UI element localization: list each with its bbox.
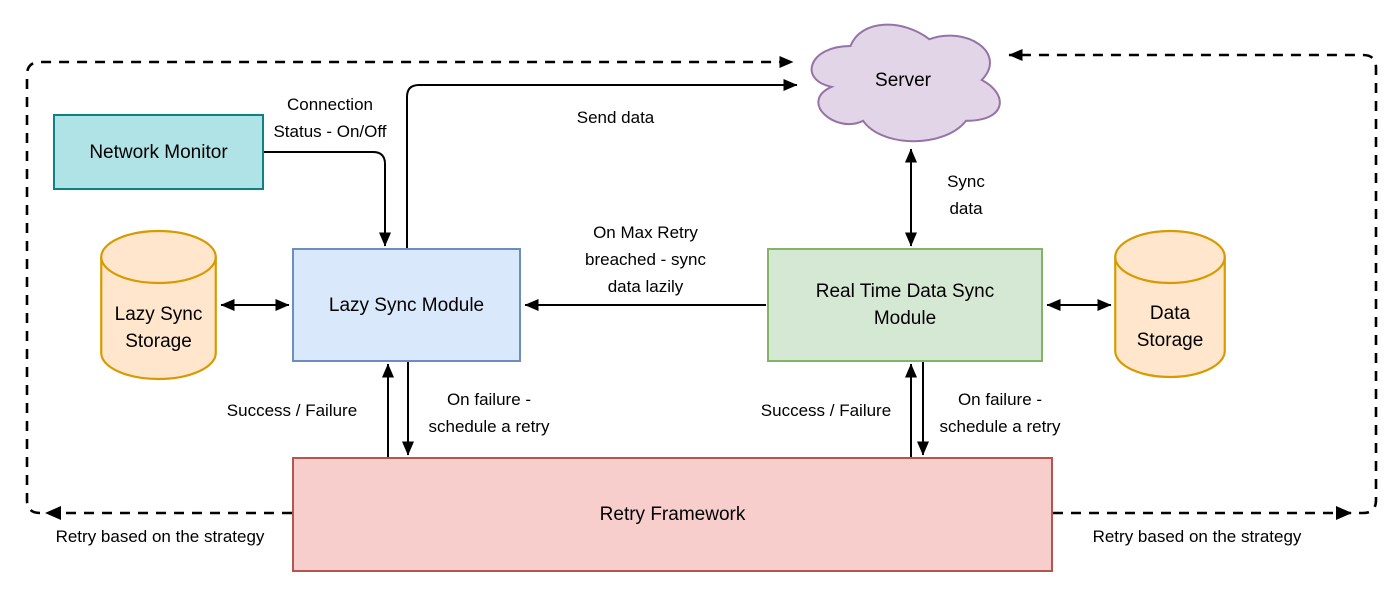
network-monitor-label: Network Monitor [89, 141, 228, 163]
edge-label-on-max-retry: On Max Retry breached - sync data lazily [585, 223, 706, 296]
data-storage-label: Data Storage [1136, 303, 1204, 351]
edge-label-retry-strategy-right: Retry based on the strategy [1092, 527, 1302, 546]
edge-retry-loop-right [1008, 49, 1378, 515]
edge-label-success-failure-left: Success / Failure [226, 401, 358, 420]
edge-label-connection-status: Connection Status - On/Off [273, 95, 387, 141]
edge-retry-loop-left [25, 56, 794, 515]
node-real-time-data-sync-module: Real Time Data Sync Module [767, 248, 1043, 362]
edge-label-retry-strategy-left: Retry based on the strategy [55, 527, 265, 546]
cloud-icon [810, 23, 1001, 143]
edge-label-sync-data: Sync data [947, 172, 985, 218]
server-label: Server [875, 69, 931, 91]
node-server: Server [798, 12, 1008, 148]
edge-connection-status [263, 151, 391, 247]
node-retry-framework: Retry Framework [292, 457, 1053, 572]
retry-framework-label: Retry Framework [599, 504, 746, 525]
cylinder-icon [1114, 229, 1226, 379]
node-network-monitor: Network Monitor [53, 114, 264, 190]
real-time-module-label: Real Time Data Sync Module [815, 281, 995, 329]
edge-send-data [406, 79, 798, 248]
lazy-sync-storage-label: Lazy Sync Storage [114, 304, 203, 352]
edge-label-on-failure-left: On failure - schedule a retry [428, 390, 550, 436]
edge-label-on-failure-right: On failure - schedule a retry [939, 390, 1061, 436]
node-lazy-sync-storage: Lazy Sync Storage [100, 229, 217, 381]
node-data-storage: Data Storage [1114, 229, 1226, 379]
lazy-sync-module-label: Lazy Sync Module [328, 294, 485, 316]
cylinder-icon [100, 229, 217, 381]
arrowhead-retry-loop-right [1336, 506, 1352, 520]
edge-label-send-data: Send data [576, 108, 655, 127]
node-lazy-sync-module: Lazy Sync Module [292, 248, 521, 362]
arrowhead-retry-loop-left [45, 506, 61, 520]
edge-label-success-failure-right: Success / Failure [760, 401, 892, 420]
